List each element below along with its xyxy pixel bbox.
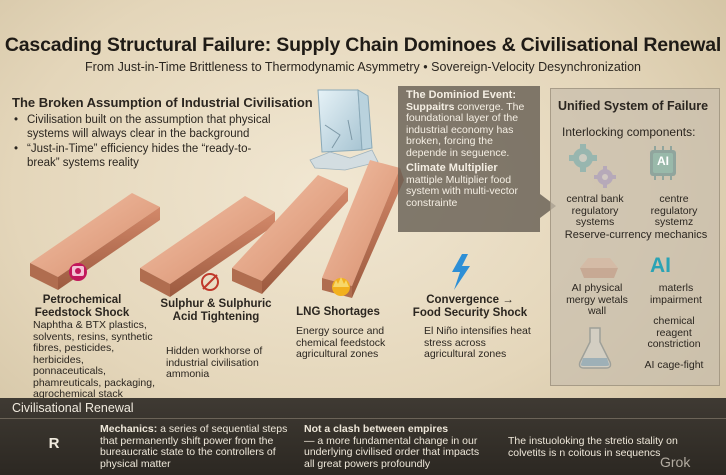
unified-item-chemical: chemical reagent constriction	[647, 315, 701, 350]
renewal-heading: Civilisational Renewal	[12, 401, 134, 415]
domino-bar-3	[232, 175, 348, 294]
lng-flame-icon	[332, 277, 350, 296]
unified-item-metals: AI physical mergy wetals wall	[566, 282, 628, 317]
domino-text-convergence: El Niño intensifies heat stress across a…	[424, 325, 531, 360]
unified-item-materials: materls impairment	[650, 282, 702, 306]
renewal-closing-text: The instuoloking the stretio stality on …	[508, 435, 678, 459]
petrochemical-icon	[69, 263, 87, 281]
renewal-bar	[0, 398, 726, 475]
interlocking-subtitle: Interlocking components:	[562, 125, 696, 139]
unified-system-heading: Unified System of Failure	[558, 99, 709, 113]
ai-text-icon: AI	[650, 254, 671, 277]
broken-assumption-heading: The Broken Assumption of Industrial Civi…	[12, 95, 313, 110]
domino-event-heading: The Dominiod Event:	[406, 89, 516, 101]
page-title: Cascading Structural Failure: Supply Cha…	[4, 34, 722, 56]
domino-bar-4	[322, 160, 404, 298]
domino-title-sulphur: Sulphur & Sulphuric Acid Tightening	[160, 298, 272, 323]
sulphur-icon	[201, 273, 219, 291]
unified-item-reserve-currency: Reserve-currency mechanics	[564, 229, 708, 241]
unified-item-ai-cage-fight: AI cage-fight	[644, 359, 704, 371]
ai-chip-label: AI	[657, 154, 669, 168]
domino-text-petrochemical: Naphtha & BTX plastics, solvents, resins…	[33, 319, 155, 400]
domino-title-petrochemical: Petrochemical Feedstock Shock	[34, 294, 130, 319]
renewal-divider	[0, 418, 726, 419]
lightning-icon	[452, 254, 470, 290]
renewal-badge: R	[48, 435, 60, 452]
unified-item-regulatory: centre regulatory systemz	[650, 193, 698, 228]
renewal-not-a-clash: Not a clash between empires— a more fund…	[304, 423, 480, 470]
domino-event-callout: The Dominiod Event: Suppaitrs converge. …	[398, 86, 556, 232]
unified-item-central-bank: central bank regulatory systems	[566, 193, 624, 228]
domino-title-convergence: Convergence → Food Security Shock	[412, 294, 528, 319]
bullet-item: “Just-in-Time” efficiency hides the “rea…	[14, 143, 274, 170]
page-subtitle: From Just-in-Time Brittleness to Thermod…	[85, 60, 641, 74]
domino-text-sulphur: Hidden workhorse of industrial civilisat…	[166, 345, 263, 380]
grok-watermark: Grok	[660, 454, 691, 470]
domino-title-lng: LNG Shortages	[296, 306, 380, 318]
unified-system-panel	[550, 88, 720, 386]
domino-text-lng: Energy source and chemical feedstock agr…	[296, 325, 386, 360]
glass-block-icon	[309, 89, 379, 171]
domino-event-text: Suppaitrs converge. The foundational lay…	[406, 100, 525, 159]
renewal-mechanics: Mechanics: a series of sequential steps …	[100, 423, 288, 470]
bullet-item: Civilisation built on the assumption tha…	[14, 114, 274, 141]
domino-bar-2	[140, 196, 275, 297]
broken-assumption-list: Civilisation built on the assumption tha…	[14, 114, 274, 172]
climate-multiplier-text: mattiple Multiplier food system with mul…	[406, 173, 519, 209]
climate-multiplier-heading: Climate Multiplier	[406, 162, 498, 174]
